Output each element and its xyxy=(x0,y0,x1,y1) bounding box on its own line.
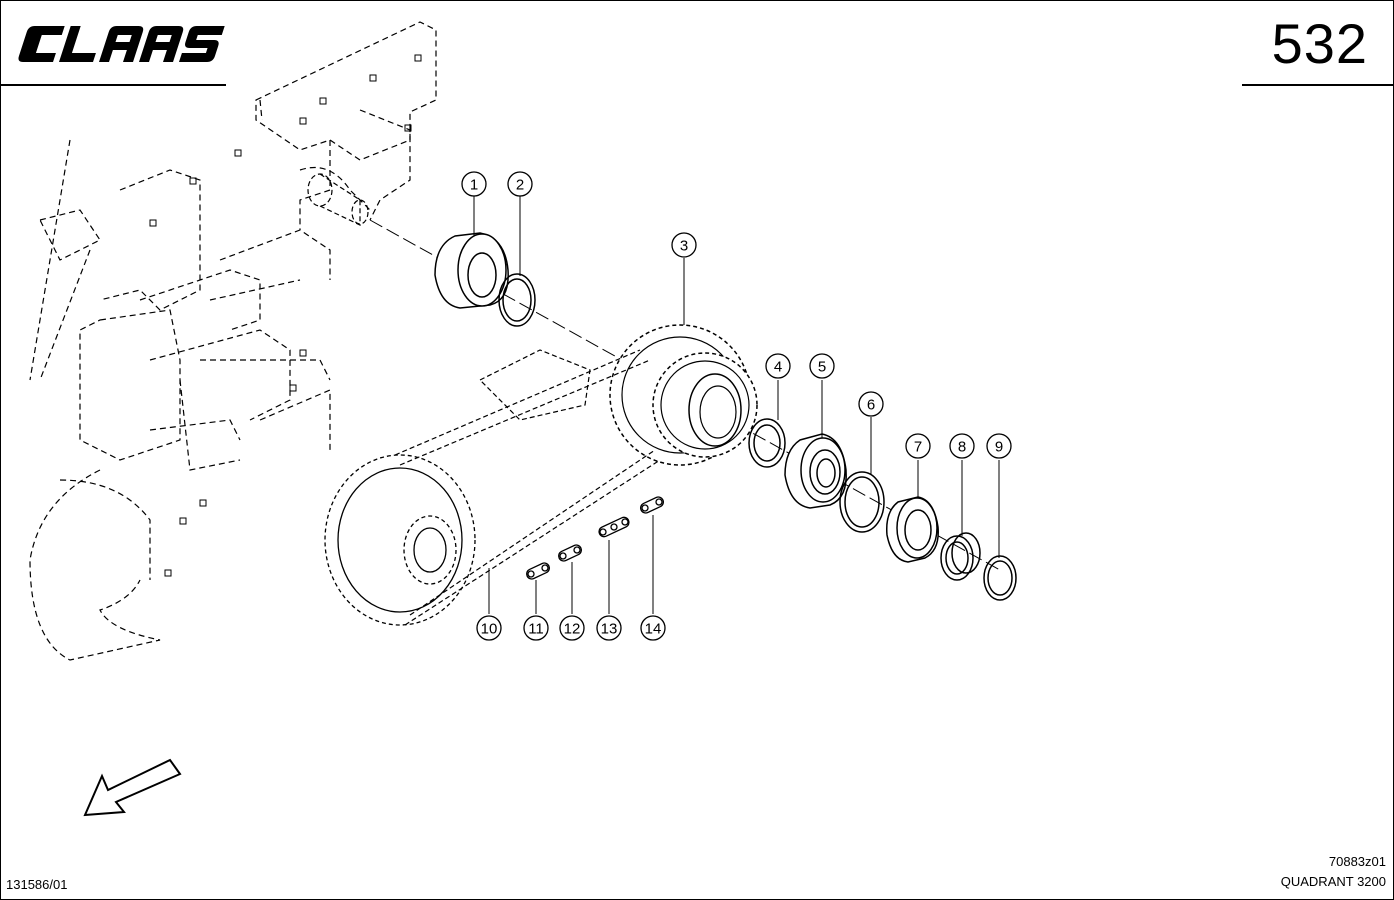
footer-document-code: 131586/01 xyxy=(6,877,68,892)
svg-text:5: 5 xyxy=(818,359,826,376)
part-8-washer xyxy=(940,532,981,581)
chassis-holes xyxy=(149,54,422,577)
part-2-circlip xyxy=(498,273,536,327)
model-name: QUADRANT 3200 xyxy=(1280,874,1386,889)
callout-12: 12 xyxy=(559,615,585,641)
svg-text:3: 3 xyxy=(680,238,688,255)
assembly-axis xyxy=(369,219,641,371)
svg-text:7: 7 xyxy=(914,439,922,456)
callout-2: 2 xyxy=(507,171,533,197)
part-11-link xyxy=(526,562,550,580)
part-14-link xyxy=(640,496,664,514)
svg-text:8: 8 xyxy=(958,439,966,456)
callout-5: 5 xyxy=(809,353,835,379)
callout-8: 8 xyxy=(949,433,975,459)
part-7-bearing xyxy=(885,496,939,563)
part-3-double-sprocket xyxy=(609,324,758,466)
part-12-link xyxy=(558,544,582,562)
svg-text:6: 6 xyxy=(867,397,875,414)
callout-markers: 1 2 3 4 5 6 7 8 9 10 11 12 13 14 xyxy=(461,171,1012,641)
svg-text:11: 11 xyxy=(528,621,544,638)
chain-links xyxy=(526,496,664,580)
arrow-down-left-icon xyxy=(83,758,182,817)
callout-13: 13 xyxy=(596,615,622,641)
callout-4: 4 xyxy=(765,353,791,379)
part-5-bearing xyxy=(784,433,847,509)
header-rule-right xyxy=(1242,84,1394,86)
svg-text:14: 14 xyxy=(645,621,662,638)
header-rule-left xyxy=(0,84,226,86)
callout-1: 1 xyxy=(461,171,487,197)
svg-text:1: 1 xyxy=(470,177,478,194)
drawing-id: 70883z01 xyxy=(1328,854,1386,869)
svg-text:9: 9 xyxy=(995,439,1003,456)
callout-14: 14 xyxy=(640,615,666,641)
claas-logo xyxy=(12,22,232,66)
leader-lines xyxy=(473,196,1000,614)
part-13-link xyxy=(598,516,630,538)
svg-text:2: 2 xyxy=(516,177,524,194)
part-10-chain xyxy=(394,349,661,626)
part-6-circlip xyxy=(839,471,885,533)
callout-7: 7 xyxy=(905,433,931,459)
svg-text:13: 13 xyxy=(601,621,618,638)
part-1-seal xyxy=(434,232,509,309)
callout-9: 9 xyxy=(986,433,1012,459)
shaft-stub xyxy=(307,173,369,226)
part-4-ring xyxy=(748,418,786,468)
drive-sprocket-dashed xyxy=(324,454,476,626)
callout-3: 3 xyxy=(671,232,697,258)
page-number: 532 xyxy=(1271,12,1368,75)
chassis-frame-dashed xyxy=(29,21,437,661)
part-9-circlip xyxy=(983,555,1017,601)
footer-info: 70883z01 QUADRANT 3200 xyxy=(1281,852,1386,892)
callout-6: 6 xyxy=(858,391,884,417)
svg-text:4: 4 xyxy=(774,359,782,376)
callout-11: 11 xyxy=(523,615,549,641)
svg-text:12: 12 xyxy=(564,621,581,638)
svg-text:10: 10 xyxy=(481,621,498,638)
callout-10: 10 xyxy=(476,615,502,641)
